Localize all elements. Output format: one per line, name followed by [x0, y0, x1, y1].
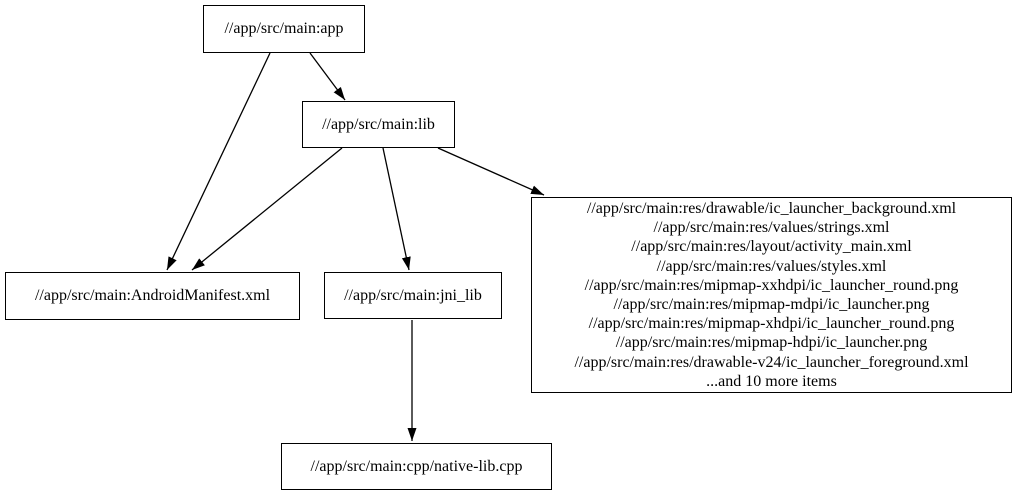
node-android-manifest-label: //app/src/main:AndroidManifest.xml	[34, 287, 271, 304]
node-app: //app/src/main:app	[203, 5, 365, 53]
node-native-lib-label: //app/src/main:cpp/native-lib.cpp	[310, 457, 523, 475]
res-file-line: //app/src/main:res/mipmap-hdpi/ic_launch…	[615, 334, 928, 352]
node-android-manifest: //app/src/main:AndroidManifest.xml	[5, 272, 300, 320]
res-file-line: //app/src/main:res/drawable-v24/ic_launc…	[574, 353, 969, 371]
node-app-label: //app/src/main:app	[224, 20, 344, 37]
res-file-line: //app/src/main:res/drawable/ic_launcher_…	[586, 199, 957, 217]
node-lib-label: //app/src/main:lib	[322, 115, 435, 133]
edge-app-to-lib	[309, 52, 346, 101]
res-file-line: //app/src/main:res/mipmap-mdpi/ic_launch…	[613, 296, 930, 313]
edge-app-to-android-manifest	[166, 52, 271, 271]
res-files-more-items: ...and 10 more items	[706, 372, 837, 390]
res-file-line: //app/src/main:res/mipmap-xxhdpi/ic_laun…	[584, 276, 959, 294]
node-jni-lib: //app/src/main:jni_lib	[324, 272, 502, 319]
edge-lib-to-jni-lib	[382, 147, 411, 271]
node-lib: //app/src/main:lib	[302, 101, 455, 148]
res-file-line: //app/src/main:res/values/styles.xml	[656, 257, 887, 275]
res-file-line: //app/src/main:res/layout/activity_main.…	[631, 238, 912, 256]
res-file-line: //app/src/main:res/values/strings.xml	[653, 219, 890, 237]
node-res-files: //app/src/main:res/drawable/ic_launcher_…	[531, 197, 1012, 393]
edge-lib-to-android-manifest	[191, 147, 343, 271]
node-jni-lib-label: //app/src/main:jni_lib	[344, 286, 482, 304]
res-file-line: //app/src/main:res/mipmap-xhdpi/ic_launc…	[588, 315, 955, 333]
edge-lib-to-res-files	[437, 147, 545, 196]
node-native-lib: //app/src/main:cpp/native-lib.cpp	[281, 443, 552, 490]
